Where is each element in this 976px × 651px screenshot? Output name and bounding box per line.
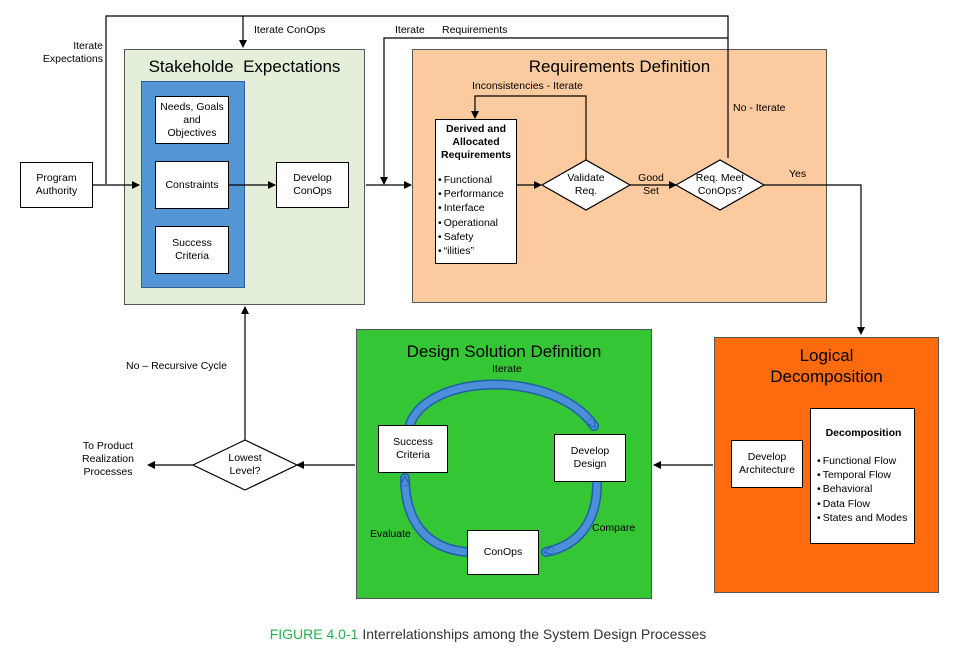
compare-label: Compare: [592, 522, 636, 534]
no-iterate-label: No - Iterate: [733, 102, 786, 114]
evaluate-label: Evaluate: [370, 528, 411, 540]
validate-req-label: Validate Req.: [567, 172, 605, 197]
logical-title-line1: Logical: [799, 346, 854, 365]
good-set-label: Good Set: [638, 172, 664, 197]
ds-develop-design-box: Develop Design: [554, 434, 626, 482]
arrow-inconsistencies-loop: [471, 95, 587, 162]
iterate-conops-label: Iterate ConOps: [254, 24, 326, 36]
bullet-item: Performance: [438, 187, 514, 201]
bullet-item: Behavioral: [817, 482, 910, 496]
arrow-iterate-expectations: [105, 15, 729, 184]
figure-caption-text: Interrelationships among the System Desi…: [362, 626, 707, 642]
arrow-iterate-requirements: [380, 37, 728, 185]
develop-architecture-box: Develop Architecture: [731, 440, 803, 488]
bullet-item: Safety: [438, 230, 514, 244]
decomposition-box: Decomposition Functional FlowTemporal Fl…: [810, 408, 915, 544]
to-product-realization-label: To Product Realization Processes: [82, 440, 134, 478]
ds-success-criteria-box: Success Criteria: [378, 425, 448, 473]
lowest-level-diamond: [191, 439, 299, 491]
ds-conops-box: ConOps: [467, 530, 539, 575]
bullet-item: Functional Flow: [817, 454, 910, 468]
derived-requirements-list: FunctionalPerformanceInterfaceOperationa…: [438, 173, 514, 258]
requirements-label: Requirements: [442, 24, 508, 36]
derived-requirements-title: Derived and Allocated Requirements: [440, 123, 512, 161]
figure-caption: FIGURE 4.0-1 Interrelationships among th…: [0, 626, 976, 642]
needs-goals-box: Needs, Goals and Objectives: [155, 96, 229, 144]
constraints-box: Constraints: [155, 161, 229, 209]
design-title: Design Solution Definition: [406, 342, 602, 361]
validate-diamond: [540, 159, 632, 211]
inconsistencies-iterate-label: Inconsistencies - Iterate: [472, 80, 583, 92]
bullet-item: Operational: [438, 216, 514, 230]
bullet-item: Interface: [438, 201, 514, 215]
lowest-level-label: Lowest Level?: [228, 452, 262, 477]
no-recursive-cycle-label: No – Recursive Cycle: [126, 360, 227, 372]
bullet-item: “ilities”: [438, 244, 514, 258]
cycle-iterate-label: Iterate: [492, 363, 522, 375]
bullet-item: States and Modes: [817, 511, 910, 525]
requirements-title: Requirements Definition: [528, 57, 711, 76]
bullet-item: Functional: [438, 173, 514, 187]
program-authority-box: Program Authority: [20, 162, 93, 208]
logical-title-line2: Decomposition: [770, 367, 883, 386]
req-meet-diamond: [674, 159, 766, 211]
bullet-item: Data Flow: [817, 497, 910, 511]
stakeholder-title: Stakeholde Expectations: [148, 57, 341, 76]
develop-conops-box: Develop ConOps: [276, 162, 349, 208]
bullet-item: Temporal Flow: [817, 468, 910, 482]
iterate-expectations-label: Iterate Expectations: [42, 40, 103, 65]
req-meet-conops-label: Req. Meet ConOps?: [695, 172, 745, 197]
yes-label: Yes: [789, 168, 807, 180]
iterate-label: Iterate: [395, 24, 425, 36]
arrow-yes-to-logical: [764, 184, 865, 335]
decomposition-title: Decomposition: [825, 427, 902, 439]
success-criteria-box: Success Criteria: [155, 226, 229, 274]
figure-number: FIGURE 4.0-1: [269, 626, 359, 642]
decomposition-list: Functional FlowTemporal FlowBehavioralDa…: [817, 454, 910, 525]
derived-requirements-box: Derived and Allocated Requirements Funct…: [435, 119, 517, 264]
